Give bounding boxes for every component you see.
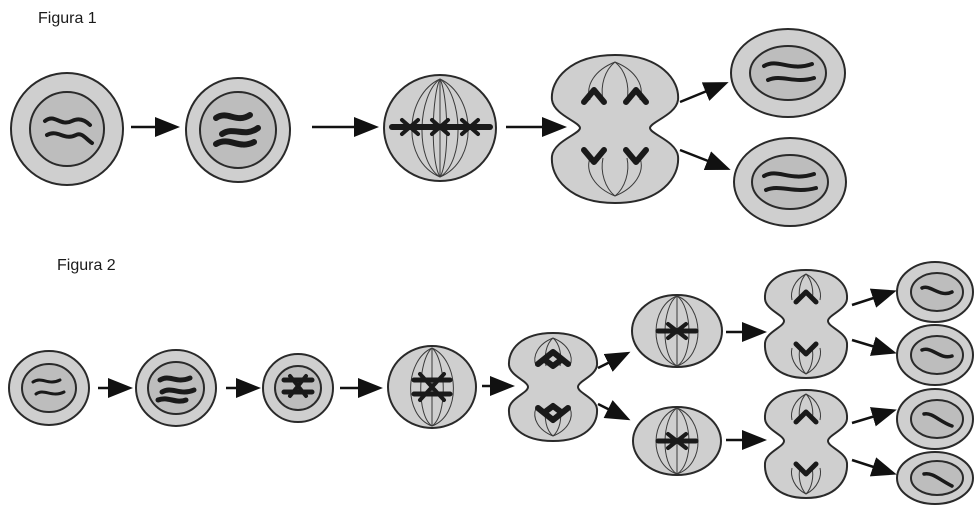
fig2-arrow-9	[852, 292, 892, 305]
fig1-cell-prophase	[186, 78, 290, 182]
fig2-cell-telophase-2-top	[765, 270, 847, 378]
fig1-daughter-cell-top	[731, 29, 845, 117]
fig1-daughter-cell-bottom	[734, 138, 846, 226]
fig2-cell-metaphase-2-top	[632, 295, 722, 367]
fig2-cell-telophase-1	[509, 333, 597, 441]
fig2-arrow-12	[852, 460, 892, 473]
fig1-cell-telophase	[552, 55, 678, 203]
fig2-cell-interphase	[9, 351, 89, 425]
fig2-daughter-cell-2	[897, 325, 973, 385]
figure-1-diagram	[11, 29, 846, 226]
fig2-daughter-cell-3	[897, 389, 973, 449]
figure-2-diagram	[9, 262, 973, 504]
fig2-daughter-cell-4	[897, 452, 973, 504]
fig2-cell-prophase-1b	[263, 354, 333, 422]
fig2-arrow-6	[598, 404, 626, 418]
fig1-cell-metaphase	[384, 75, 496, 181]
fig2-daughter-cell-1	[897, 262, 973, 322]
fig2-cell-metaphase-2-bottom	[633, 407, 721, 475]
fig2-arrow-10	[852, 340, 892, 352]
fig2-arrow-5	[598, 354, 626, 368]
fig2-cell-metaphase-1	[388, 346, 476, 428]
fig2-cell-prophase-1	[136, 350, 216, 426]
fig1-arrow-4	[680, 84, 724, 102]
fig1-cell-interphase	[11, 73, 123, 185]
fig2-cell-telophase-2-bottom	[765, 390, 847, 498]
fig1-arrow-5	[680, 150, 726, 168]
fig2-arrow-11	[852, 411, 892, 423]
